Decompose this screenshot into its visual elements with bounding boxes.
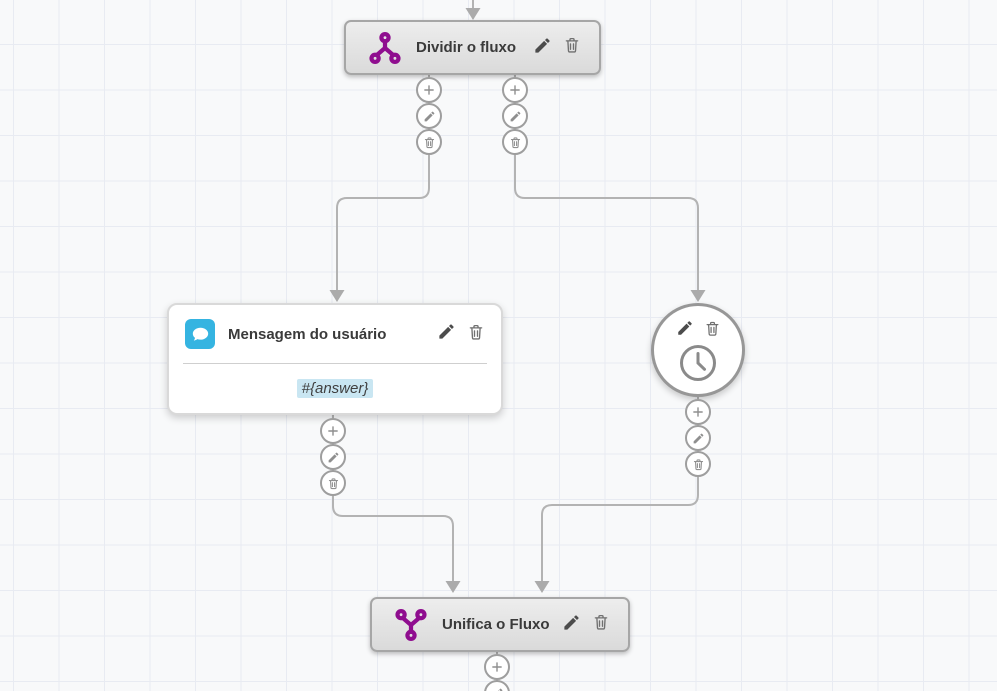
port-add-button plus-icon[interactable] bbox=[484, 654, 510, 680]
delete-split-button trash-icon[interactable] bbox=[563, 36, 581, 59]
port-add-button plus-icon[interactable] bbox=[416, 77, 442, 103]
delete-merge-button trash-icon[interactable] bbox=[592, 613, 610, 636]
port-add-button plus-icon[interactable] bbox=[502, 77, 528, 103]
edge-message-to-merge bbox=[332, 415, 454, 582]
arrowhead-icon bbox=[329, 290, 345, 302]
edge-timer-to-merge bbox=[541, 397, 699, 582]
port-edit-button pencil-icon[interactable] bbox=[502, 103, 528, 129]
chat-bubble-icon bbox=[185, 319, 215, 349]
port-delete-button trash-icon[interactable] bbox=[416, 129, 442, 155]
port-delete-button trash-icon[interactable] bbox=[685, 451, 711, 477]
port-edit-button pencil-icon[interactable] bbox=[416, 103, 442, 129]
node-divider bbox=[183, 363, 487, 364]
port-edit-button pencil-icon[interactable] bbox=[320, 444, 346, 470]
edge-split-to-timer bbox=[514, 75, 699, 291]
node-message-label: Mensagem do usuário bbox=[228, 325, 387, 343]
arrowhead-icon bbox=[534, 581, 550, 593]
node-merge-flow[interactable]: Unifica o Fluxo bbox=[370, 597, 630, 652]
merge-flow-icon bbox=[394, 608, 428, 642]
variable-chip: #{answer} bbox=[296, 379, 374, 398]
port-edit-button pencil-icon[interactable] bbox=[685, 425, 711, 451]
node-timer[interactable] bbox=[651, 303, 745, 397]
arrowhead-icon bbox=[690, 290, 706, 302]
port-add-button plus-icon[interactable] bbox=[320, 418, 346, 444]
arrowhead-icon bbox=[465, 8, 481, 20]
edit-timer-button pencil-icon[interactable] bbox=[676, 319, 694, 342]
delete-message-button trash-icon[interactable] bbox=[467, 323, 485, 346]
edit-split-button pencil-icon[interactable] bbox=[533, 36, 552, 60]
edit-merge-button pencil-icon[interactable] bbox=[562, 613, 581, 637]
edge-split-to-message bbox=[336, 75, 430, 291]
port-delete-button trash-icon[interactable] bbox=[320, 470, 346, 496]
port-delete-button trash-icon[interactable] bbox=[502, 129, 528, 155]
port-add-button plus-icon[interactable] bbox=[685, 399, 711, 425]
node-merge-label: Unifica o Fluxo bbox=[442, 616, 550, 633]
delete-timer-button trash-icon[interactable] bbox=[704, 320, 721, 342]
node-split-flow[interactable]: Dividir o fluxo bbox=[344, 20, 601, 75]
node-user-message[interactable]: Mensagem do usuário #{answer} bbox=[167, 303, 503, 415]
clock-icon bbox=[678, 343, 718, 383]
edit-message-button pencil-icon[interactable] bbox=[437, 322, 456, 346]
split-flow-icon bbox=[368, 31, 402, 65]
node-split-label: Dividir o fluxo bbox=[416, 39, 517, 56]
arrowhead-icon bbox=[445, 581, 461, 593]
